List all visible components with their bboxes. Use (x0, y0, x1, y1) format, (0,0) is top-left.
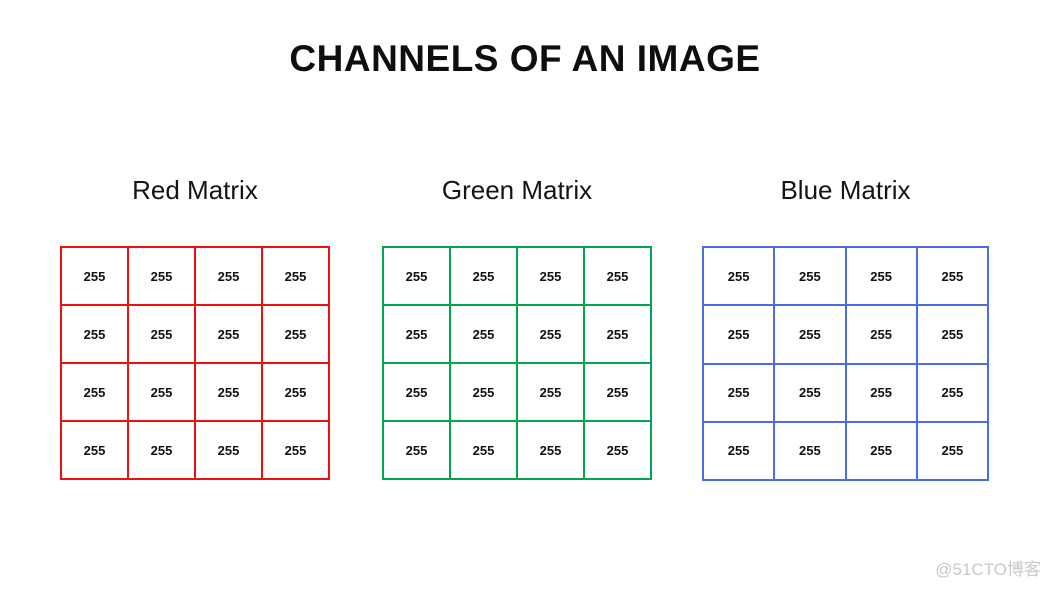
matrix-cell: 255 (774, 421, 846, 480)
matrix-cell: 255 (383, 421, 450, 479)
matrix-cell: 255 (450, 305, 517, 363)
matrix-cell: 255 (195, 305, 262, 363)
matrix-cell: 255 (128, 247, 195, 305)
matrix-cell: 255 (195, 421, 262, 479)
matrix-cell: 255 (195, 247, 262, 305)
matrix-cell: 255 (262, 421, 329, 479)
watermark: @51CTO博客 (935, 560, 1041, 579)
matrix-cell: 255 (61, 363, 128, 421)
matrix-cell: 255 (703, 363, 775, 422)
matrix-cell: 255 (262, 363, 329, 421)
matrix-cell: 255 (517, 305, 584, 363)
matrix-cell: 255 (703, 421, 775, 480)
blue-matrix-label: Blue Matrix (780, 175, 911, 205)
matrix-cell: 255 (262, 305, 329, 363)
matrix-cell: 255 (128, 421, 195, 479)
green-matrix-label: Green Matrix (441, 175, 593, 205)
matrix-cell: 255 (450, 421, 517, 479)
matrix-cell: 255 (845, 247, 917, 306)
matrix-cell: 255 (128, 305, 195, 363)
matrix-cell: 255 (262, 247, 329, 305)
matrix-cell: 255 (584, 363, 651, 421)
matrix-cell: 255 (584, 247, 651, 305)
matrix-cell: 255 (703, 247, 775, 306)
matrix-cell: 255 (450, 363, 517, 421)
matrix-cell: 255 (845, 305, 917, 364)
matrix-cell: 255 (916, 421, 988, 480)
matrix-cell: 255 (916, 305, 988, 364)
matrix-cell: 255 (916, 363, 988, 422)
matrix-cell: 255 (383, 363, 450, 421)
matrix-cell: 255 (61, 421, 128, 479)
matrix-cell: 255 (61, 305, 128, 363)
matrix-cell: 255 (774, 363, 846, 422)
matrix-cell: 255 (128, 363, 195, 421)
matrix-cell: 255 (517, 421, 584, 479)
matrix-cell: 255 (383, 305, 450, 363)
matrix-cell: 255 (450, 247, 517, 305)
matrix-cell: 255 (517, 363, 584, 421)
page-title: CHANNELS OF AN IMAGE (289, 38, 761, 79)
matrix-cell: 255 (61, 247, 128, 305)
red-matrix-label: Red Matrix (132, 175, 258, 205)
matrix-cell: 255 (383, 247, 450, 305)
matrix-cell: 255 (774, 247, 846, 306)
matrix-cell: 255 (845, 421, 917, 480)
matrix-cell: 255 (774, 305, 846, 364)
matrix-cell: 255 (584, 421, 651, 479)
matrix-cell: 255 (703, 305, 775, 364)
matrix-cell: 255 (916, 247, 988, 306)
matrix-cell: 255 (845, 363, 917, 422)
matrix-cell: 255 (195, 363, 262, 421)
matrix-cell: 255 (517, 247, 584, 305)
matrix-cell: 255 (584, 305, 651, 363)
